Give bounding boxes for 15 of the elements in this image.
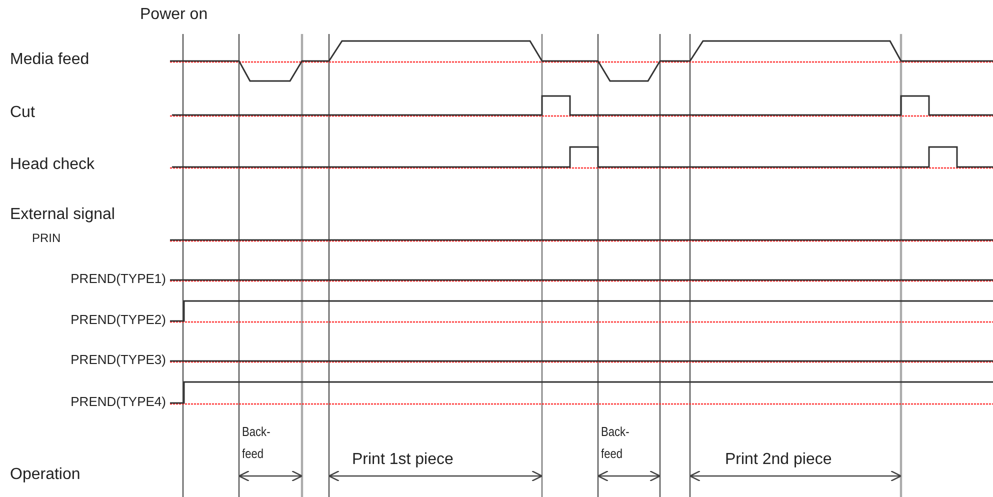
signal-label: Media feed — [10, 51, 90, 69]
annotation: Power on — [140, 6, 208, 24]
duration-label: Print 2nd piece — [725, 451, 832, 469]
signal-label: PRIN — [32, 232, 61, 246]
signal-label: PREND(TYPE3) — [70, 353, 166, 368]
row-label: Operation — [10, 466, 80, 484]
signal-label: Cut — [10, 104, 35, 122]
signal-label: PREND(TYPE2) — [70, 313, 166, 328]
duration-label: Back- feed — [601, 423, 630, 464]
signal-label: PREND(TYPE1) — [70, 272, 166, 286]
signal-label: External signal — [10, 206, 115, 224]
duration-label: Print 1st piece — [352, 451, 454, 469]
duration-label: Back- feed — [242, 423, 272, 464]
signal-label: PREND(TYPE4) — [70, 395, 166, 410]
signal-label: Head check — [10, 156, 94, 174]
